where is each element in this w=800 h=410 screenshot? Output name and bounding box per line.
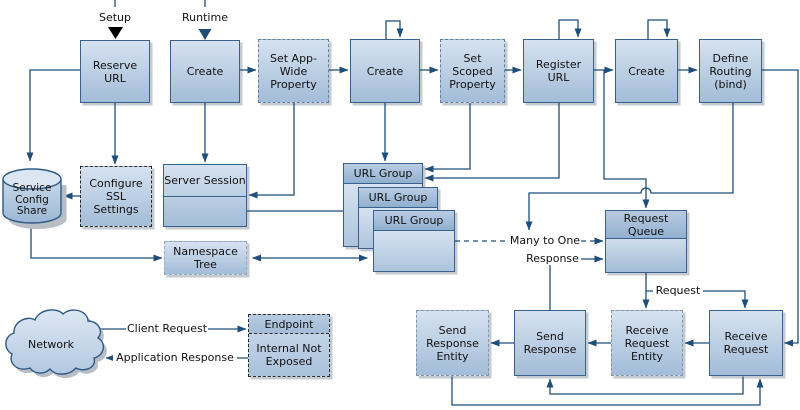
node-create-session: Create: [170, 40, 240, 103]
node-set-scoped-property: Set Scoped Property: [440, 39, 505, 103]
node-send-response-entity: Send Response Entity: [416, 310, 489, 376]
application-response-label: Application Response: [113, 351, 237, 364]
url-group-2-title: URL Group: [359, 188, 437, 208]
node-create-request-queue: Create: [615, 39, 678, 103]
server-session-body: [164, 197, 246, 226]
edge-selfloop-create-urlgroup: [385, 20, 404, 40]
endpoint-title: Endpoint: [249, 315, 329, 334]
node-url-group-3: URL Group: [373, 210, 455, 272]
url-group-3-title: URL Group: [374, 211, 454, 231]
runtime-label: Runtime: [182, 11, 228, 24]
node-endpoint: Endpoint Internal Not Exposed: [248, 314, 330, 377]
url-group-1-title: URL Group: [344, 164, 422, 184]
node-set-app-wide-property: Set App-Wide Property: [258, 39, 329, 103]
edge-sendentity-loop-receiverequest: [451, 376, 764, 406]
request-label: Request: [653, 284, 703, 297]
edge-reserveurl-to-share: [26, 69, 80, 162]
node-receive-request: Receive Request: [709, 310, 783, 376]
edge-setscoped-to-urlgroup: [424, 103, 471, 173]
service-config-share-label: Service Config Share: [12, 182, 52, 217]
url-group-3-body: [374, 231, 454, 271]
node-receive-request-entity: Receive Request Entity: [611, 310, 683, 376]
edge-receiverequest-loop-sendresponse: [546, 376, 744, 395]
server-session-title: Server Session: [164, 165, 246, 197]
node-send-response: Send Response: [514, 310, 586, 376]
edge-setappwide-to-session: [248, 103, 295, 199]
edge-selfloop-create-queue: [647, 19, 671, 40]
setup-arrow-icon: [108, 27, 123, 39]
request-queue-body: [606, 239, 686, 272]
node-request-queue: Request Queue: [605, 210, 687, 273]
response-label: Response: [524, 252, 581, 265]
node-define-routing: Define Routing (bind): [699, 39, 762, 103]
request-queue-title: Request Queue: [606, 211, 686, 239]
runtime-arrow-icon: [198, 29, 212, 40]
edge-selfloop-register-url: [558, 19, 582, 40]
many-to-one-label: Many to One: [509, 234, 581, 247]
node-server-session: Server Session: [163, 164, 247, 227]
client-request-label: Client Request: [126, 322, 208, 335]
endpoint-body: Internal Not Exposed: [256, 342, 322, 368]
node-namespace-tree: Namespace Tree: [164, 241, 247, 275]
node-reserve-url: Reserve URL: [80, 40, 150, 103]
edge-response: [549, 255, 604, 311]
edge-share-to-namespace: [30, 222, 163, 262]
edge-register-to-urlgroup: [424, 103, 560, 182]
node-configure-ssl-settings: Configure SSL Settings: [80, 166, 152, 227]
setup-label: Setup: [98, 11, 132, 24]
network-label: Network: [28, 338, 74, 351]
node-register-url: Register URL: [523, 39, 594, 103]
node-create-url-group: Create: [350, 39, 420, 103]
edge-definerouting-to-receiverequest: [762, 69, 799, 347]
